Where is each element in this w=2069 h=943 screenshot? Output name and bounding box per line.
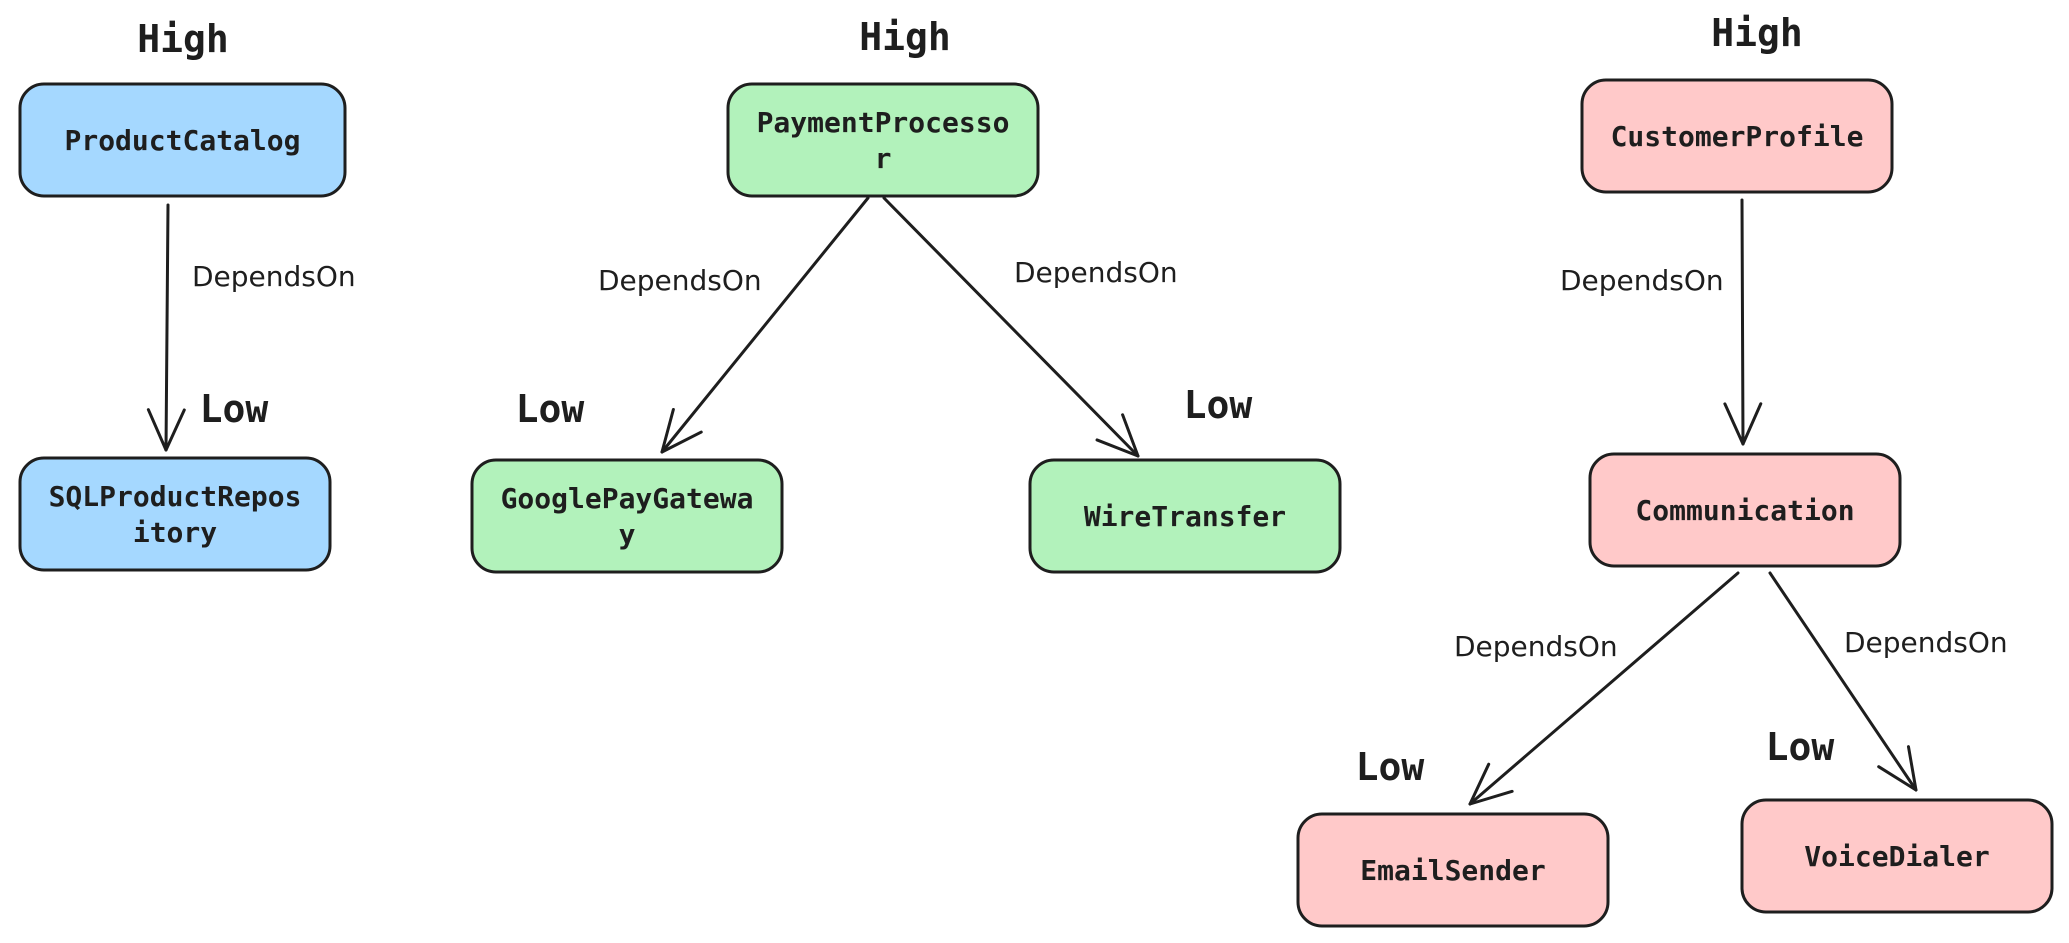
node-productcatalog: ProductCatalog High <box>18 17 347 198</box>
arrowhead-icon <box>1095 413 1140 458</box>
node-box <box>726 82 1040 198</box>
arrowhead-icon <box>660 407 703 454</box>
node-label: WireTransfer <box>1084 500 1286 533</box>
node-box <box>470 458 784 574</box>
node-emailsender: EmailSender Low <box>1296 745 1610 928</box>
level-label-high: High <box>137 17 229 61</box>
edge-label: DependsOn <box>1454 630 1618 663</box>
level-label-low: Low <box>200 387 269 431</box>
node-label: r <box>875 142 892 175</box>
node-box <box>18 82 347 198</box>
edge-communication-to-voicedialer: DependsOn <box>1768 571 2008 792</box>
node-wiretransfer: WireTransfer Low <box>1028 383 1342 574</box>
node-label: PaymentProcesso <box>757 106 1010 139</box>
edge-customerprofile-to-communication: DependsOn <box>1560 198 1763 446</box>
level-label-high: High <box>859 15 951 59</box>
node-voicedialer: VoiceDialer Low <box>1740 725 2054 914</box>
level-label-low: Low <box>1766 725 1835 769</box>
edge-paymentprocessor-to-googlepaygateway: DependsOn <box>598 196 870 454</box>
node-box <box>1296 812 1610 928</box>
level-label-low: Low <box>1184 383 1253 427</box>
edge-label: DependsOn <box>1560 264 1724 297</box>
level-label-low: Low <box>516 387 585 431</box>
node-label: VoiceDialer <box>1804 840 1989 873</box>
edge-label: DependsOn <box>192 260 356 293</box>
edge-label: DependsOn <box>1844 626 2008 659</box>
edge-line <box>882 196 1140 458</box>
edge-label: DependsOn <box>1014 256 1178 289</box>
node-customerprofile: CustomerProfile High <box>1580 11 1894 194</box>
nodes-layer: ProductCatalogHighSQLProductRepositoryLo… <box>18 11 2054 928</box>
edge-line <box>1740 198 1745 446</box>
node-communication: Communication <box>1588 452 1902 568</box>
level-label-high: High <box>1711 11 1803 55</box>
node-box <box>1588 452 1902 568</box>
edge-paymentprocessor-to-wiretransfer: DependsOn <box>882 196 1178 458</box>
node-label: EmailSender <box>1360 854 1545 887</box>
node-label: GooglePayGatewa <box>501 482 754 515</box>
node-label: Communication <box>1635 494 1854 527</box>
node-label: itory <box>133 516 217 549</box>
edge-line <box>164 203 170 452</box>
edge-productcatalog-to-sqlproductrepository: DependsOn <box>146 203 356 452</box>
edge-line <box>660 196 870 454</box>
node-label: y <box>619 518 636 551</box>
node-label: SQLProductRepos <box>49 480 302 513</box>
node-box <box>1740 798 2054 914</box>
edge-label: DependsOn <box>598 264 762 297</box>
arrowhead-icon <box>146 408 186 452</box>
level-label-low: Low <box>1356 745 1425 789</box>
arrowhead-icon <box>1723 402 1763 446</box>
node-label: CustomerProfile <box>1611 120 1864 153</box>
node-box <box>1580 78 1894 194</box>
edge-line <box>1768 571 1918 792</box>
node-box <box>18 456 332 572</box>
arrowhead-icon <box>1877 745 1918 792</box>
node-label: ProductCatalog <box>64 124 300 157</box>
edge-line <box>1468 571 1740 806</box>
arrowhead-icon <box>1468 762 1514 806</box>
node-box <box>1028 458 1342 574</box>
edge-communication-to-emailsender: DependsOn <box>1454 571 1740 806</box>
